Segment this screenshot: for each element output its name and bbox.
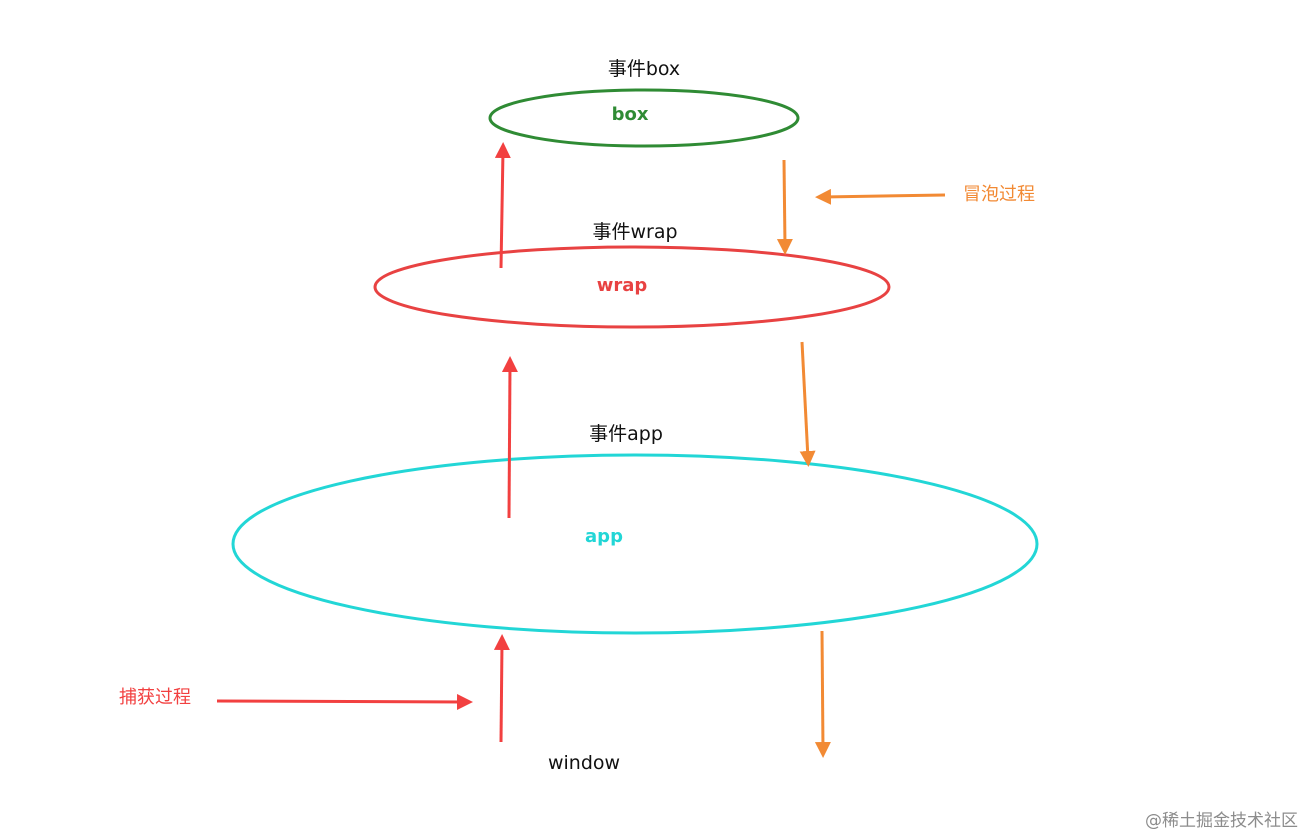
app-ellipse <box>231 453 1039 635</box>
bubble-down-arrow-bottom <box>814 630 831 758</box>
app-event-label: 事件app <box>589 423 663 445</box>
capture-up-arrow-top <box>494 142 511 269</box>
watermark-text: @稀土掘金技术社区 <box>1145 811 1298 831</box>
capture-up-arrow-bottom <box>493 634 510 743</box>
capture-up-arrow-middle <box>501 356 518 519</box>
bubble-label-arrow <box>815 188 946 205</box>
window-label: window <box>548 752 620 774</box>
bubble-down-arrow-top <box>776 159 793 255</box>
box-event-label: 事件box <box>608 58 680 80</box>
app-node-label: app <box>585 526 623 547</box>
wrap-event-label: 事件wrap <box>592 221 677 243</box>
bubble-process-label: 冒泡过程 <box>963 184 1035 205</box>
wrap-ellipse <box>373 245 891 329</box>
capture-label-arrow <box>216 693 473 710</box>
bubble-down-arrow-middle <box>799 341 816 467</box>
wrap-node-label: wrap <box>597 275 648 296</box>
box-node-label: box <box>612 104 649 125</box>
capture-process-label: 捕获过程 <box>119 687 191 708</box>
box-ellipse <box>488 88 800 148</box>
